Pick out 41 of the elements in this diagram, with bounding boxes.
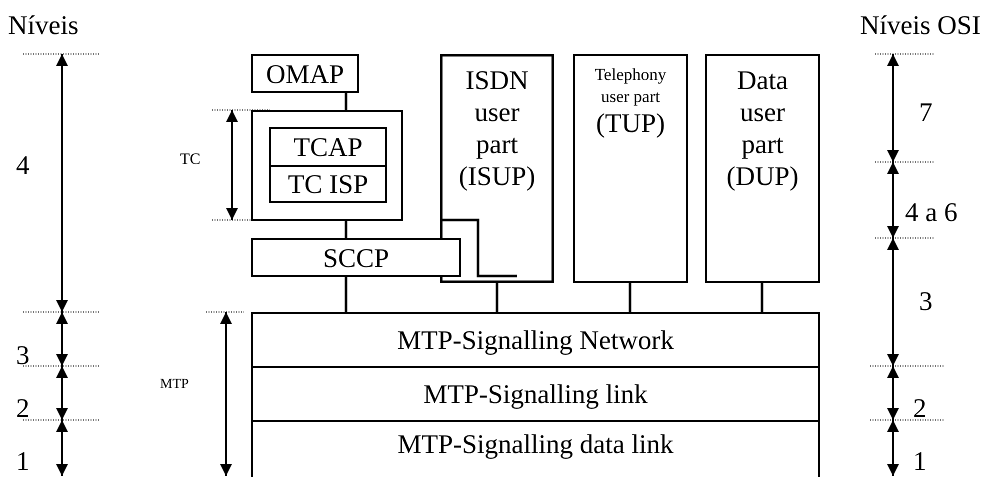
level-number: 2 [913,395,926,422]
protocol-box [705,54,820,283]
level-number: 4 a 6 [905,199,958,226]
protocol-box [573,54,688,283]
connector-line [496,283,498,312]
protocol-box [269,127,387,167]
protocol-name: MTP-Signalling Network [397,324,674,356]
group-box [251,110,403,221]
protocol-name: Telephony user part [594,64,668,108]
protocol-name: ISDN user part (ISUP) [458,64,536,192]
protocol-name: MTP-Signalling data link [398,428,674,460]
layer-box [251,366,820,422]
level-number: 3 [919,288,932,315]
level-number: 3 [16,342,30,369]
protocol-box [440,54,554,283]
level-number: 2 [16,395,30,422]
protocol-name: TCAP [293,131,363,163]
protocol-name: (TUP) [595,108,666,138]
level-number: 7 [919,99,932,126]
layer-box [251,420,820,477]
level-number: 4 [16,152,30,179]
protocol-name: Data user part (DUP) [726,64,800,192]
connector-line [344,277,348,312]
protocol-name: MTP-Signalling link [423,378,648,410]
layer-box [251,312,820,368]
layer-label: TC [180,152,200,168]
protocol-name: TC ISP [288,168,368,200]
protocol-box [251,54,359,93]
level-number: 1 [16,448,30,475]
connector-line [344,93,348,110]
protocol-box [269,165,387,203]
level-number: 1 [913,448,926,475]
layer-label: MTP [160,378,189,392]
connector-line [628,283,632,312]
connector-line [344,221,348,238]
protocol-name: SCCP [322,242,390,274]
protocol-box [251,238,461,277]
connector-line [760,283,764,312]
protocol-name: OMAP [266,58,344,90]
heading: Níveis [8,12,78,39]
heading: Níveis OSI [860,12,981,39]
